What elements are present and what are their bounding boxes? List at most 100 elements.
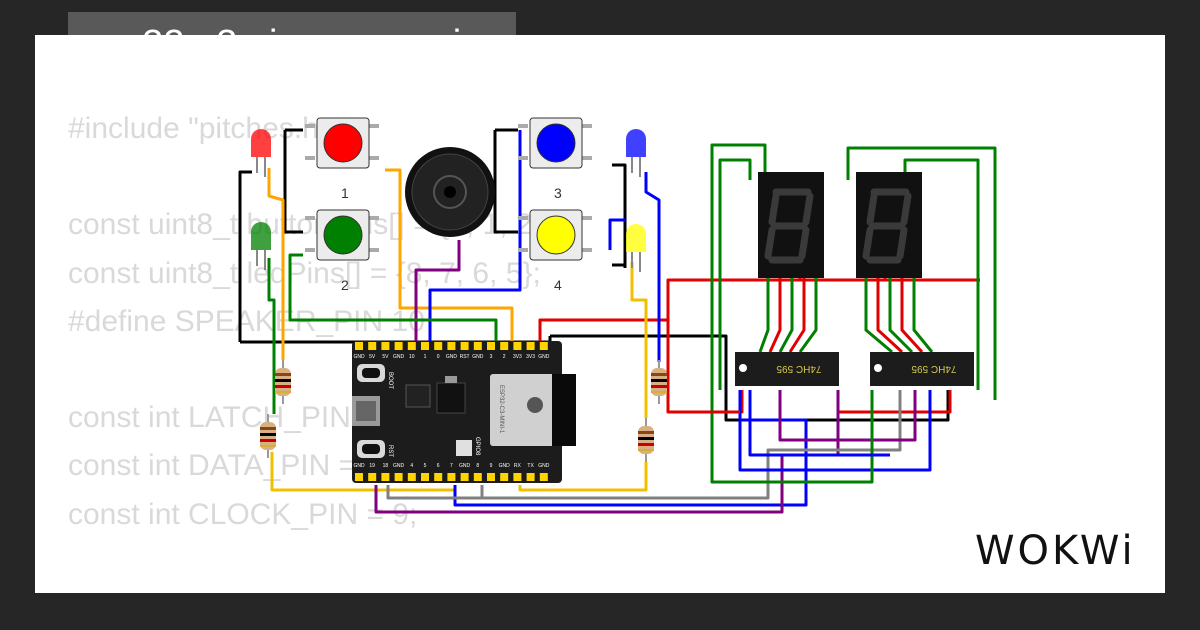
wire-bus[interactable] [758,278,770,353]
board-pin[interactable] [487,342,495,350]
preview-card: #include "pitches.h" const uint8_t butto… [35,35,1165,593]
board-pin[interactable] [407,473,416,481]
shift-register-1-label: 74HC 595 [776,363,821,374]
wire-green[interactable] [288,253,498,342]
wire-purple[interactable] [414,240,461,342]
wire-green[interactable] [710,143,767,390]
board-pin-label: GND [353,354,365,360]
board-pin-label: 5 [424,463,427,469]
led-red[interactable] [251,129,271,177]
wire-black[interactable] [493,130,518,234]
wire-red[interactable] [838,390,952,414]
board-pin-label: 9 [490,463,493,469]
board-pin[interactable] [460,342,469,350]
board-pin-label: 6 [437,463,440,469]
button-1[interactable]: 1 [305,117,379,201]
board-pin[interactable] [394,342,403,350]
board-pin[interactable] [473,473,482,481]
board-pin[interactable] [473,342,482,350]
wire-yellow[interactable] [630,262,648,418]
board-pin[interactable] [381,473,390,481]
board-pin[interactable] [355,342,363,350]
wire-bus[interactable] [778,278,794,353]
board-pin[interactable] [500,342,509,350]
board-pin[interactable] [355,473,363,481]
board-pin[interactable] [434,473,443,481]
wire-bus[interactable] [864,278,893,354]
wire-blue[interactable] [608,218,625,250]
wire-red[interactable] [666,320,744,414]
button-3[interactable]: 3 [518,117,592,201]
buzzer[interactable] [405,147,495,237]
board-pin[interactable] [539,473,548,481]
wire-yellow[interactable] [518,462,648,492]
board-pin-label: GND [538,463,550,469]
board-pin-label: RX [514,463,522,469]
button-1-label: 1 [341,185,349,201]
board-pin[interactable] [434,342,443,350]
wire-bus[interactable] [768,278,782,353]
wire-orange[interactable] [385,168,514,342]
wire-green[interactable] [903,158,980,390]
button-2[interactable]: 2 [305,209,379,293]
wire-black[interactable] [238,170,252,342]
resistor-3[interactable] [651,360,667,404]
board-pin-label: 3V3 [513,354,522,360]
wire-purple[interactable] [778,390,917,442]
wire-green[interactable] [267,258,276,414]
wire-bus[interactable] [798,278,818,353]
board-pin[interactable] [487,473,495,481]
wire-bus[interactable] [912,278,934,353]
board-pin[interactable] [500,473,509,481]
board-pin[interactable] [513,342,522,350]
seven-segment-display-1[interactable]: 8 [558,35,824,278]
board-pin[interactable] [421,473,429,481]
resistor-1[interactable] [275,360,291,404]
led-blue[interactable] [626,129,646,177]
board-pin[interactable] [513,473,522,481]
led-yellow[interactable] [626,224,646,272]
wire-blue[interactable] [644,172,661,362]
button-4-label: 4 [554,277,562,293]
board-pin[interactable] [368,473,377,481]
board-pin[interactable] [407,342,416,350]
wire-black[interactable] [612,163,627,268]
wire-green[interactable] [718,158,752,390]
seven-segment-display-2[interactable]: 8 [656,35,922,278]
board-pin[interactable] [368,342,377,350]
board-pin-label: GND [472,354,484,360]
board-pin-label: 4 [410,463,413,469]
wire-bus[interactable] [900,278,924,354]
wire-blue[interactable] [428,130,522,342]
wire-bus[interactable] [788,278,806,353]
wire-green[interactable] [710,390,874,484]
wire-orange[interactable] [267,168,285,360]
wire-black[interactable] [283,130,303,234]
board-pin[interactable] [394,473,403,481]
board-pin[interactable] [526,342,535,350]
resistor-4[interactable] [638,418,654,462]
shift-register-1[interactable]: 74HC 595 [735,352,839,386]
led-green[interactable] [251,222,271,270]
gpio8-label: GPIO8 [474,437,480,456]
board-pin[interactable] [526,473,535,481]
button-4[interactable]: 4 [518,209,592,293]
shift-register-2[interactable]: 74HC 595 [870,352,974,386]
rst-label: RST [387,445,393,457]
wire-bus[interactable] [876,278,904,354]
board-pin[interactable] [539,342,548,350]
board-pin[interactable] [421,342,429,350]
wire-blue[interactable] [748,390,890,457]
board-pin[interactable] [460,473,469,481]
board-pin[interactable] [447,473,456,481]
resistor-2[interactable] [260,414,276,458]
wire-green[interactable] [846,146,997,400]
board-pin-label: 3V3 [526,354,535,360]
board-pin-label: 1 [424,354,427,360]
board-pin[interactable] [447,342,456,350]
board-pin[interactable] [381,342,390,350]
wire-blue[interactable] [738,390,932,472]
wire-bus[interactable] [888,278,914,354]
